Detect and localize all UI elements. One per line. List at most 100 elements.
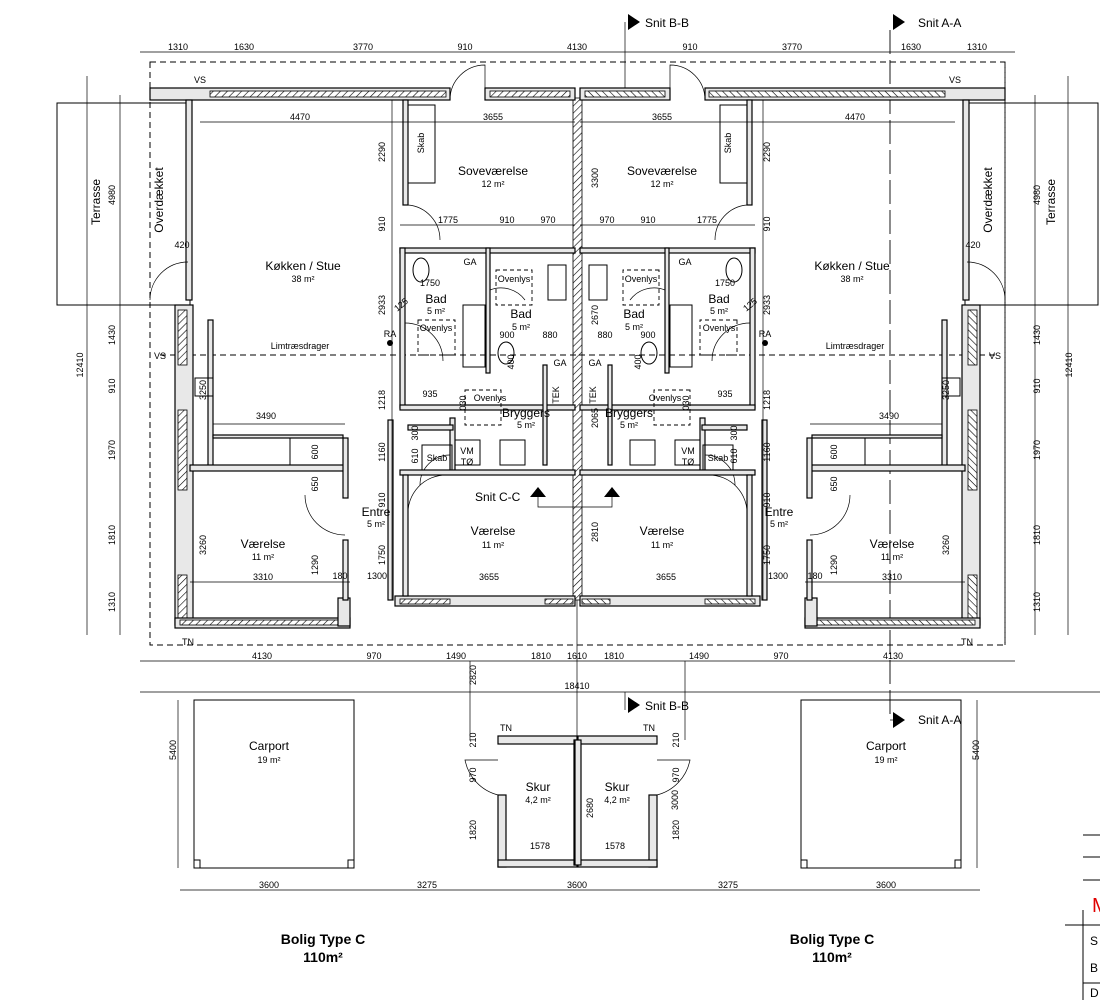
dimension-label-left: 1578 [530, 841, 550, 851]
label-right: TN [961, 637, 973, 647]
dimension-label-right: 1750 [715, 278, 735, 288]
room-label-left: Carport [249, 739, 290, 753]
label-right: RA [759, 329, 772, 339]
beam-label-left: Limtræsdrager [271, 341, 330, 351]
dimension-label-left: 3655 [479, 572, 499, 582]
dimension-label-right: 180 [807, 571, 822, 581]
dimension-label-left: 210 [468, 732, 478, 747]
dimension-label-right: 1310 [1032, 592, 1042, 612]
appliance-label-right: TØ [682, 457, 695, 467]
room-area-right: 19 m² [874, 755, 897, 765]
dimension-label-left: 2290 [377, 142, 387, 162]
dimension-label-right: 3655 [656, 572, 676, 582]
skylight-label-right: Ovenlys [703, 323, 736, 333]
dimension-label-right: 880 [597, 330, 612, 340]
dimension-label-right: 3310 [882, 572, 902, 582]
drain-label-right: GA [588, 358, 601, 368]
room-area-left: 5 m² [367, 519, 385, 529]
room-area-right: 11 m² [881, 552, 903, 562]
room-area-left: 5 m² [517, 420, 535, 430]
skylight-label-left: Ovenlys [420, 323, 453, 333]
dimension-label-left: 5400 [168, 740, 178, 760]
dimension-label-right: 910 [682, 42, 697, 52]
dimension-label-left: 180 [332, 571, 347, 581]
dwelling-area-right: 110m² [812, 949, 852, 965]
dimension-label-left: 3490 [256, 411, 276, 421]
section-arrow-bb-bottom [628, 697, 640, 713]
room-label-left: Værelse [471, 524, 516, 538]
section-arrow-cc-right [604, 487, 620, 497]
dimension-label-left: 3600 [259, 880, 279, 890]
dimension-label-left: 1490 [446, 651, 466, 661]
dimension-label: 2065 [590, 408, 600, 428]
label-left: VS [154, 351, 166, 361]
room-area-right: 5 m² [625, 322, 643, 332]
appliance-label-left: TØ [461, 457, 474, 467]
dimension-label-right: 910 [762, 216, 772, 231]
dimension-label-left: 600 [310, 444, 320, 459]
dwelling-title-left: Bolig Type C [281, 931, 366, 947]
dimension-label-left: 1750 [420, 278, 440, 288]
dimension-label-left: 1630 [234, 42, 254, 52]
room-area-right: 11 m² [651, 540, 673, 550]
dimension-label-left: 650 [310, 476, 320, 491]
appliance-label-right: VM [681, 446, 695, 456]
label-right: VS [949, 75, 961, 85]
room-label-left: Køkken / Stue [265, 259, 341, 273]
room-label-right: Terrasse [1044, 179, 1058, 225]
dwelling-area-left: 110m² [303, 949, 343, 965]
label-right: TN [643, 723, 655, 733]
label-left: VS [194, 75, 206, 85]
drain-label-left: GA [553, 358, 566, 368]
dimension-label-right: 125 [741, 296, 759, 313]
room-label-left: Soveværelse [458, 164, 528, 178]
dimension-label-left: 3250 [198, 380, 208, 400]
dimension-label-right: 4130 [883, 651, 903, 661]
drain-label-right: GA [678, 257, 691, 267]
room-label-right: Soveværelse [627, 164, 697, 178]
dimension-label-left: 970 [366, 651, 381, 661]
room-area-right: 4,2 m² [604, 795, 630, 805]
dimension-label-left: 3260 [198, 535, 208, 555]
room-label-right: Værelse [870, 537, 915, 551]
room-label-left: Skur [526, 780, 551, 794]
terrace [56, 102, 191, 306]
section-arrow-aa-top [893, 14, 905, 30]
dimension-label-left: 1820 [468, 820, 478, 840]
dimension-label-right: 1218 [762, 390, 772, 410]
room-area-right: 5 m² [770, 519, 788, 529]
room-label-left: Skab [416, 133, 426, 154]
dimension-label-left: 030 [458, 395, 468, 410]
dimension-label-left: 400 [506, 354, 516, 369]
dimension-label-right: 935 [717, 389, 732, 399]
room-label-left: TEK [551, 386, 561, 404]
room-area-right: 12 m² [650, 179, 673, 189]
dimension-label-right: 420 [965, 240, 980, 250]
dimension-label-right: 600 [829, 444, 839, 459]
dimension-label-right: 1578 [605, 841, 625, 851]
room-area-left: 5 m² [427, 306, 445, 316]
skylight-label-right: Ovenlys [625, 274, 658, 284]
party-wall [572, 97, 583, 601]
dimension-label-right: 610 [729, 448, 739, 463]
room-area-left: 5 m² [512, 322, 530, 332]
dimension-label-right: 3600 [876, 880, 896, 890]
dimension-label-right: 3275 [718, 880, 738, 890]
label-left: TN [500, 723, 512, 733]
dimension-label-right: 2933 [762, 295, 772, 315]
dimension-label-right: 1810 [1032, 525, 1042, 545]
dimension-label-left: 910 [377, 216, 387, 231]
dimension-label-right: 1820 [671, 820, 681, 840]
room-label-left: Bad [425, 292, 446, 306]
dimension-label-right: 1810 [604, 651, 624, 661]
room-label-right: Carport [866, 739, 907, 753]
dimension-label: 3300 [590, 168, 600, 188]
dimension-label-right: 1300 [768, 571, 788, 581]
dimension-label-left: 910 [377, 492, 387, 507]
dimension-label-right: 4470 [845, 112, 865, 122]
dimension-label-left: 1310 [107, 592, 117, 612]
dwelling-title-right: Bolig Type C [790, 931, 875, 947]
skylight-label-left: Ovenlys [498, 274, 531, 284]
dimension-label-right: 4980 [1032, 185, 1042, 205]
dimension-label-right: 910 [762, 492, 772, 507]
